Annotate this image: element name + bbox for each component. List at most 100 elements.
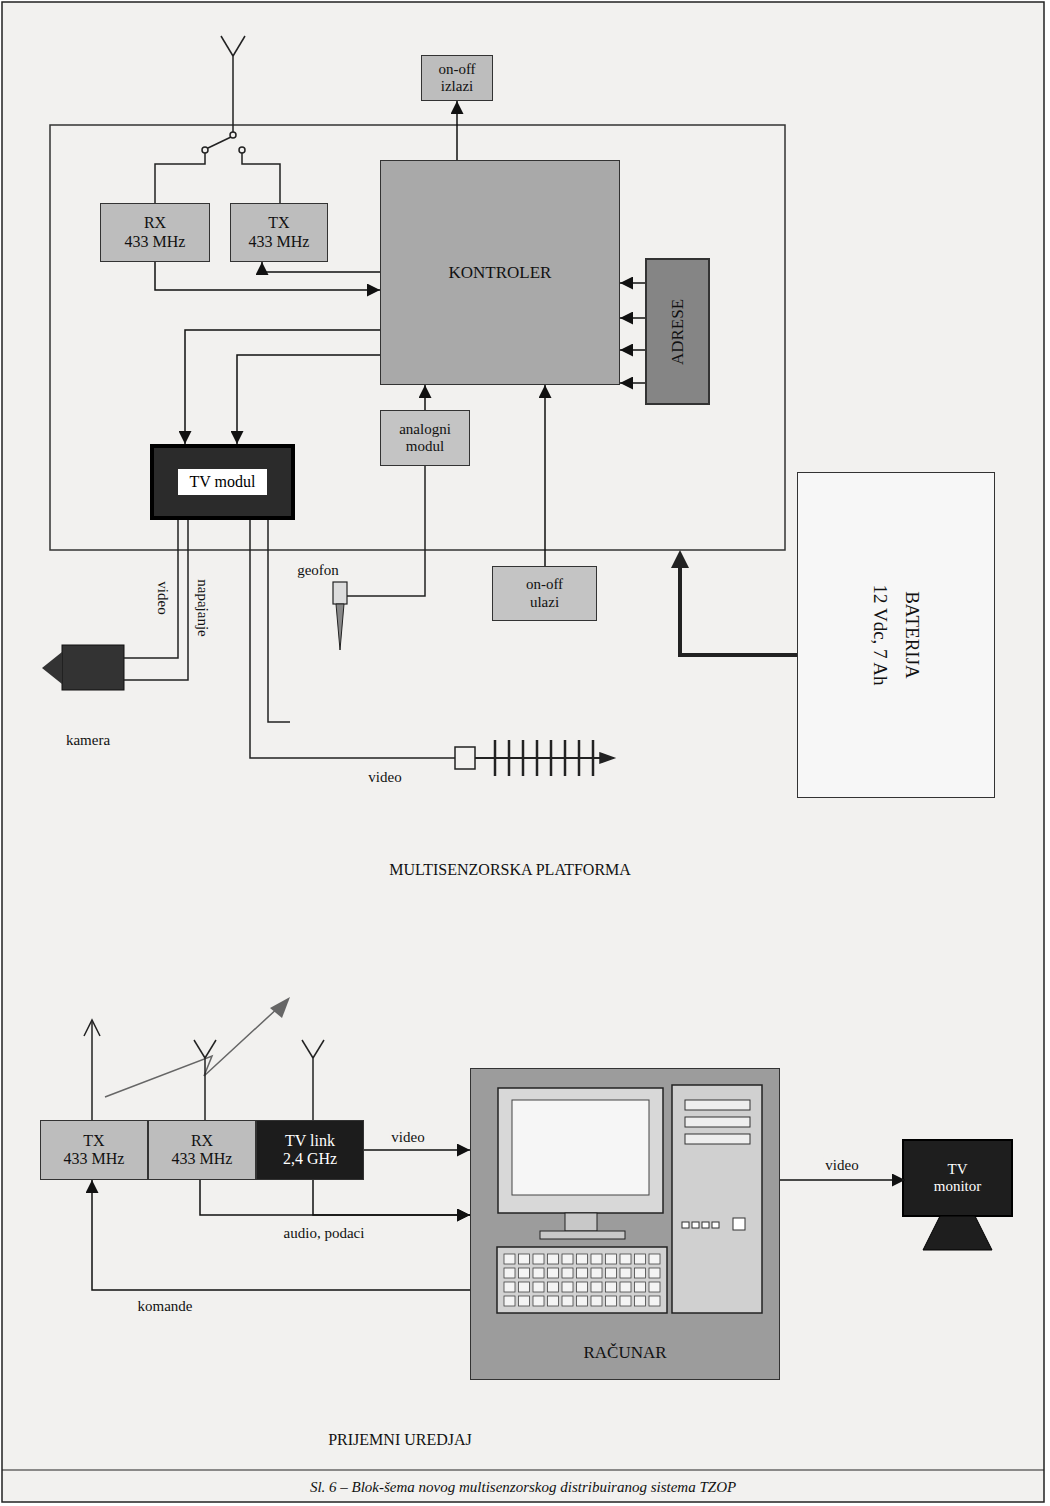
figure-caption: Sl. 6 – Blok-šema novog multisenzorskog … bbox=[310, 1479, 736, 1496]
block-box: analogni modul bbox=[380, 410, 470, 466]
antenna-element bbox=[508, 740, 511, 776]
keyboard-key bbox=[620, 1282, 631, 1292]
block-label: ADRESE bbox=[668, 298, 688, 364]
keyboard-key bbox=[519, 1282, 530, 1292]
platform-antenna bbox=[155, 36, 280, 203]
battery-feed bbox=[671, 550, 797, 655]
keyboard-key bbox=[635, 1254, 646, 1264]
block-box: RX 433 MHz bbox=[100, 203, 210, 262]
keyboard-key bbox=[606, 1268, 617, 1278]
block-label: TX 433 MHz bbox=[249, 214, 310, 251]
block-label: on-off ulazi bbox=[526, 576, 563, 611]
keyboard-key bbox=[635, 1282, 646, 1292]
annotation-label: PRIJEMNI UREDJAJ bbox=[328, 1431, 472, 1449]
camera-symbol bbox=[42, 645, 124, 690]
keyboard-key bbox=[562, 1254, 573, 1264]
signal-connector bbox=[620, 349, 645, 351]
yagi-antenna bbox=[250, 520, 614, 776]
caption-divider bbox=[2, 1469, 1044, 1470]
geophone-symbol bbox=[333, 466, 425, 650]
keyboard-key bbox=[649, 1282, 660, 1292]
block-label: TV modul bbox=[178, 469, 268, 495]
keyboard-key bbox=[519, 1268, 530, 1278]
annotation-label: video bbox=[155, 581, 172, 614]
keyboard-key bbox=[577, 1296, 588, 1306]
keyboard-key bbox=[649, 1254, 660, 1264]
block-label: RX 433 MHz bbox=[125, 214, 186, 251]
block-label: RX 433 MHz bbox=[172, 1132, 233, 1169]
signal-connector bbox=[185, 330, 380, 444]
computer-drawing bbox=[470, 1068, 780, 1380]
antenna-element bbox=[550, 740, 553, 776]
keyboard-key bbox=[533, 1296, 544, 1306]
antenna-element bbox=[592, 740, 595, 776]
block-box: RX 433 MHz bbox=[148, 1120, 256, 1180]
signal-connector bbox=[262, 262, 380, 272]
connector-label: komande bbox=[136, 1298, 195, 1315]
block-label: on-off izlazi bbox=[438, 61, 475, 96]
keyboard-key bbox=[577, 1282, 588, 1292]
keyboard-key bbox=[504, 1254, 515, 1264]
signal-connector bbox=[620, 382, 645, 384]
keyboard-key bbox=[548, 1296, 559, 1306]
keyboard-key bbox=[620, 1296, 631, 1306]
signal-connector bbox=[780, 1179, 905, 1181]
signal-connector bbox=[620, 282, 645, 284]
platform-housing bbox=[50, 125, 785, 550]
block-box: KONTROLER bbox=[380, 160, 620, 385]
keyboard-key bbox=[533, 1254, 544, 1264]
keyboard-key bbox=[504, 1282, 515, 1292]
keyboard-key bbox=[548, 1268, 559, 1278]
keyboard-key bbox=[606, 1282, 617, 1292]
keyboard-key bbox=[519, 1296, 530, 1306]
annotation-label: video bbox=[368, 769, 401, 786]
keyboard-key bbox=[620, 1254, 631, 1264]
signal-connector bbox=[364, 1149, 470, 1151]
keyboard-key bbox=[591, 1282, 602, 1292]
signal-connector bbox=[313, 1180, 470, 1215]
keyboard-key bbox=[606, 1254, 617, 1264]
block-box: TV modul bbox=[150, 444, 295, 520]
tv-monitor-drawing bbox=[903, 1140, 1012, 1250]
block-label: TX 433 MHz bbox=[64, 1132, 125, 1169]
connector-label: video bbox=[823, 1157, 860, 1174]
keyboard-key bbox=[533, 1282, 544, 1292]
receiver-antennas bbox=[84, 1020, 324, 1120]
block-label: KONTROLER bbox=[449, 263, 552, 283]
keyboard-key bbox=[577, 1268, 588, 1278]
signal-connector bbox=[544, 385, 546, 566]
keyboard-key bbox=[635, 1268, 646, 1278]
antenna-element bbox=[578, 740, 581, 776]
annotation-label: MULTISENZORSKA PLATFORMA bbox=[389, 861, 631, 879]
signal-connector bbox=[155, 262, 380, 290]
keyboard-key bbox=[591, 1268, 602, 1278]
block-box: RAČUNAR bbox=[470, 1068, 780, 1380]
keyboard-key bbox=[606, 1296, 617, 1306]
keyboard-key bbox=[620, 1268, 631, 1278]
block-label: TV link 2,4 GHz bbox=[283, 1132, 337, 1169]
antenna-element bbox=[536, 740, 539, 776]
keyboard-key bbox=[649, 1268, 660, 1278]
annotation-label: kamera bbox=[66, 732, 110, 749]
antenna-element bbox=[564, 740, 567, 776]
signal-connector bbox=[200, 1180, 470, 1215]
signal-connector bbox=[456, 101, 458, 160]
annotation-label: geofon bbox=[297, 562, 339, 579]
block-label: RAČUNAR bbox=[583, 1343, 666, 1363]
camera-wires bbox=[124, 520, 188, 680]
keyboard-key bbox=[533, 1268, 544, 1278]
keyboard-key bbox=[562, 1282, 573, 1292]
block-box: TX 433 MHz bbox=[40, 1120, 148, 1180]
keyboard-key bbox=[562, 1296, 573, 1306]
keyboard-key bbox=[649, 1296, 660, 1306]
connector-label: video bbox=[389, 1129, 426, 1146]
keyboard-key bbox=[591, 1296, 602, 1306]
keyboard-key bbox=[635, 1296, 646, 1306]
signal-connector bbox=[424, 385, 426, 410]
keyboard-key bbox=[519, 1254, 530, 1264]
block-box: TV link 2,4 GHz bbox=[256, 1120, 364, 1180]
block-label: BATERIJA bbox=[901, 585, 923, 686]
rotated-text-group: BATERIJA12 Vdc, 7 Ah bbox=[869, 585, 923, 686]
